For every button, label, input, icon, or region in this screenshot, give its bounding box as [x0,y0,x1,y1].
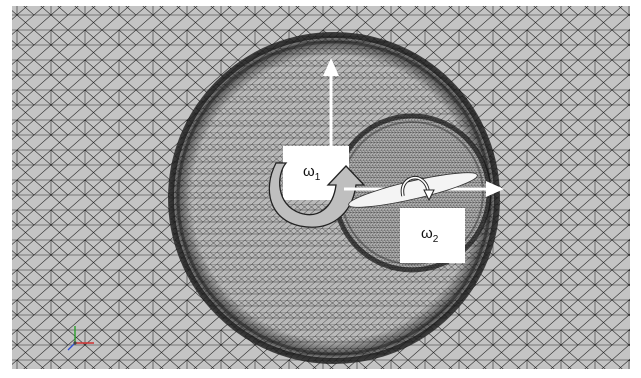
axis-triad-icon [67,326,94,351]
omega2-symbol: ω [421,225,433,242]
omega2-subscript: 2 [432,234,439,245]
rotation-arrow-icon [268,162,366,228]
omega1-label: ω1 [303,163,320,183]
omega1-subscript: 1 [314,172,321,183]
omega1-symbol: ω [303,163,315,180]
small-rotation-arrow-icon [400,175,435,202]
omega2-label: ω2 [421,225,438,245]
inclined-disk [348,172,478,208]
omega2-label-box [400,208,465,263]
